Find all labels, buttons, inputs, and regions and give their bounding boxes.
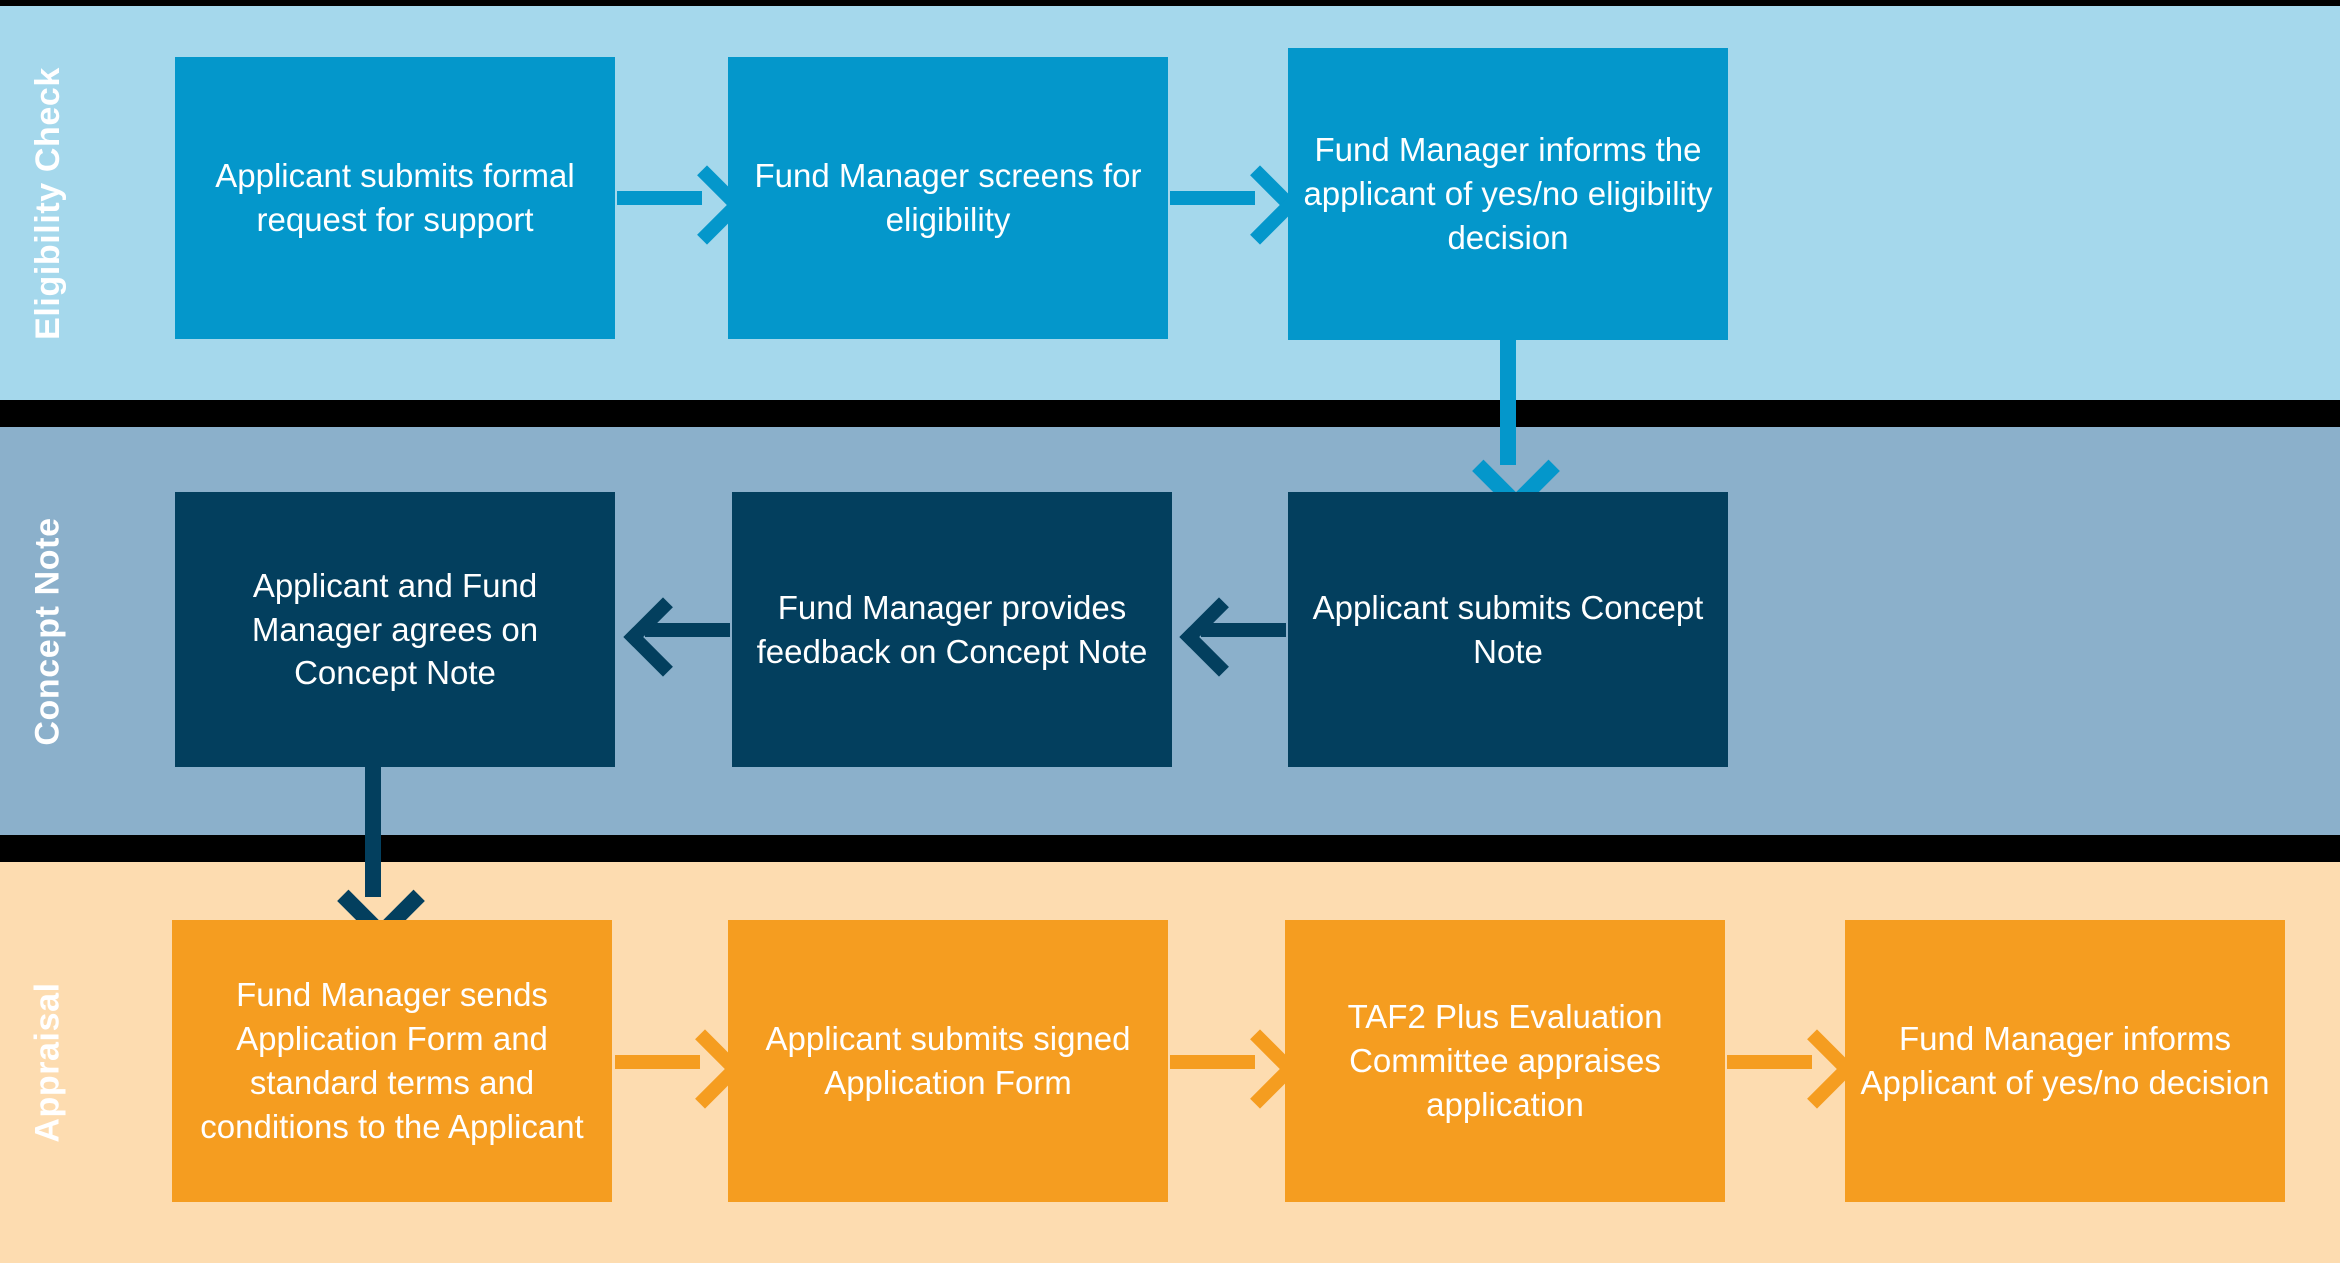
node-text: Fund Manager provides feedback on Concep… (756, 588, 1148, 670)
lane-label-concept-note: Concept Note (0, 427, 96, 835)
lane-label-concept-text: Concept Note (28, 516, 67, 746)
divider-eligibility-concept (0, 400, 2340, 427)
node-applicant-submits-formal-request[interactable]: Applicant submits formal request for sup… (175, 57, 615, 339)
arrow-shaft (617, 191, 702, 205)
node-taf2-plus-evaluation-committee[interactable]: TAF2 Plus Evaluation Committee appraises… (1285, 920, 1725, 1202)
node-text: Fund Manager sends Application Form and … (200, 976, 584, 1145)
lane-label-appraisal: Appraisal (0, 862, 96, 1263)
node-fund-manager-screens-eligibility[interactable]: Fund Manager screens for eligibility (728, 57, 1168, 339)
arrow-shaft (1727, 1055, 1812, 1069)
node-text: Applicant submits formal request for sup… (215, 157, 575, 238)
divider-concept-appraisal (0, 835, 2340, 862)
lane-label-appraisal-text: Appraisal (28, 982, 67, 1143)
arrow-shaft (1170, 1055, 1255, 1069)
node-text: Applicant submits signed Application For… (765, 1020, 1131, 1101)
arrow-shaft (615, 1055, 700, 1069)
node-fund-manager-informs-eligibility-decision[interactable]: Fund Manager informs the applicant of ye… (1288, 48, 1728, 340)
arrow-shaft (645, 623, 730, 637)
node-text: Fund Manager screens for eligibility (754, 157, 1142, 238)
node-fund-manager-sends-application-form[interactable]: Fund Manager sends Application Form and … (172, 920, 612, 1202)
node-applicant-and-fund-manager-agrees[interactable]: Applicant and Fund Manager agrees on Con… (175, 492, 615, 767)
node-applicant-submits-concept-note[interactable]: Applicant submits Concept Note (1288, 492, 1728, 767)
arrow-shaft (1201, 623, 1286, 637)
arrow-shaft (1500, 340, 1516, 465)
lane-label-eligibility-check: Eligibility Check (0, 6, 96, 400)
node-text: Applicant and Fund Manager agrees on Con… (251, 566, 539, 692)
divider-top (0, 0, 2340, 6)
node-fund-manager-informs-decision[interactable]: Fund Manager informs Applicant of yes/no… (1845, 920, 2285, 1202)
node-text: Fund Manager informs the applicant of ye… (1303, 131, 1713, 256)
node-text: Fund Manager informs Applicant of yes/no… (1860, 1020, 2270, 1101)
node-text: Applicant submits Concept Note (1312, 588, 1704, 670)
node-text: TAF2 Plus Evaluation Committee appraises… (1347, 998, 1663, 1123)
lane-label-eligibility-text: Eligibility Check (28, 66, 67, 340)
arrow-shaft (1170, 191, 1255, 205)
arrow-shaft (365, 767, 381, 897)
node-fund-manager-provides-feedback[interactable]: Fund Manager provides feedback on Concep… (732, 492, 1172, 767)
node-applicant-submits-signed-form[interactable]: Applicant submits signed Application For… (728, 920, 1168, 1202)
